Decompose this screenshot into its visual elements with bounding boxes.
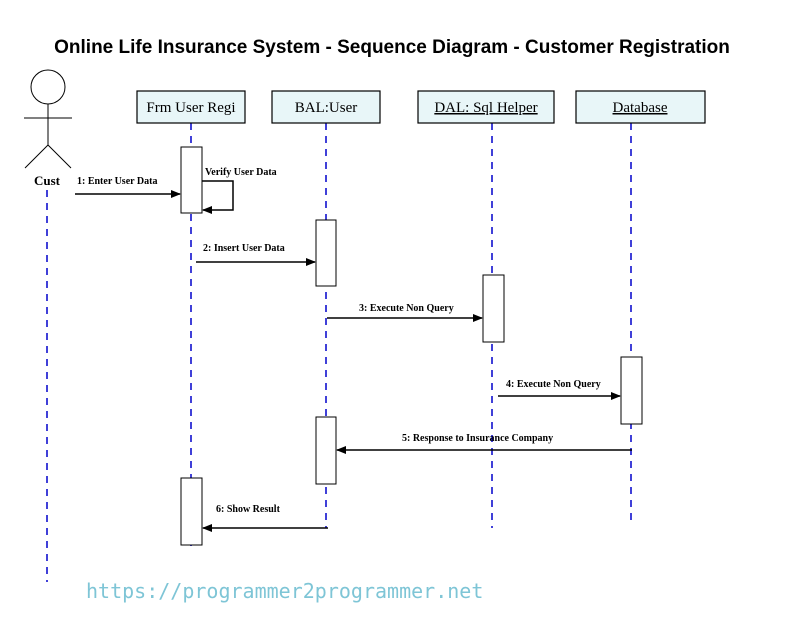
- message-6: 6: Show Result: [202, 504, 328, 532]
- lifeline-label: DAL: Sql Helper: [434, 100, 537, 116]
- activation-bal-user-2: [315, 416, 337, 485]
- lifeline-box-dal-sql-helper: DAL: Sql Helper: [417, 90, 555, 124]
- message-label: 6: Show Result: [216, 504, 281, 515]
- message-5: 5: Response to Insurance Company: [336, 433, 632, 454]
- activation-frm-user-regi-2: [180, 477, 203, 546]
- lifeline-label: Database: [613, 100, 668, 116]
- actor-cust: Cust: [24, 69, 72, 188]
- activation-dal-sql-helper: [482, 274, 505, 343]
- actor-name: Cust: [34, 173, 61, 188]
- message-label: 4: Execute Non Query: [506, 379, 601, 390]
- lifeline-label: BAL:User: [295, 100, 358, 116]
- message-label: 3: Execute Non Query: [359, 303, 454, 314]
- activation-bal-user-1: [315, 219, 337, 287]
- lifeline-box-frm-user-regi: Frm User Regi: [136, 90, 246, 124]
- message-label: 1: Enter User Data: [77, 176, 157, 187]
- message-3: 3: Execute Non Query: [327, 303, 483, 322]
- message-arrow: [202, 180, 234, 214]
- lifeline-box-database: Database: [575, 90, 706, 124]
- stick-figure-icon: [24, 69, 72, 169]
- message-self-verify: Verify User Data: [202, 167, 277, 214]
- lifeline-label: Frm User Regi: [146, 100, 235, 116]
- message-2: 2: Insert User Data: [196, 243, 316, 266]
- diagram-title: Online Life Insurance System - Sequence …: [54, 37, 730, 58]
- message-1: 1: Enter User Data: [75, 176, 181, 198]
- message-label: 5: Response to Insurance Company: [402, 433, 553, 444]
- message-label: 2: Insert User Data: [203, 243, 285, 254]
- message-label: Verify User Data: [205, 167, 277, 178]
- message-4: 4: Execute Non Query: [498, 379, 621, 400]
- activation-frm-user-regi-1: [180, 146, 203, 214]
- activation-database: [620, 356, 643, 425]
- lifeline-box-bal-user: BAL:User: [271, 90, 381, 124]
- footer-url: https://programmer2programmer.net: [86, 579, 483, 603]
